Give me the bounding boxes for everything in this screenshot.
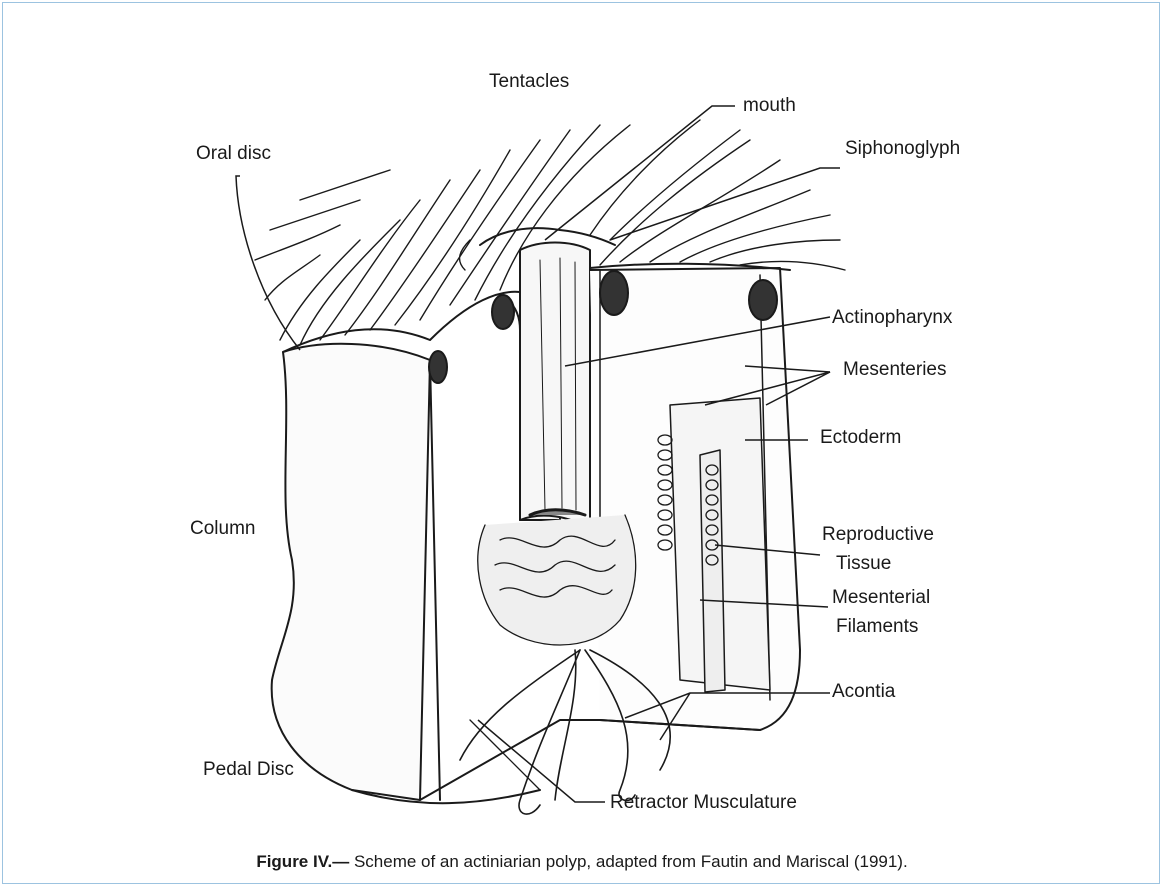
label-column: Column bbox=[190, 518, 255, 540]
label-retractor: Retractor Musculature bbox=[610, 792, 797, 814]
siphonoglyph-oval-4 bbox=[749, 280, 777, 320]
label-mesenteries: Mesenteries bbox=[843, 359, 947, 381]
leader-oral-disc bbox=[236, 176, 300, 350]
retractor-strand bbox=[470, 720, 540, 790]
column-left-face bbox=[272, 344, 430, 800]
oral-disc-rim bbox=[283, 292, 520, 352]
label-reproductive-2: Tissue bbox=[836, 553, 891, 575]
label-oral-disc: Oral disc bbox=[196, 143, 271, 165]
label-pedal-disc: Pedal Disc bbox=[203, 759, 294, 781]
label-mesenterial-2: Filaments bbox=[836, 616, 918, 638]
mesentery-plate-2 bbox=[700, 450, 725, 692]
label-tentacles: Tentacles bbox=[489, 71, 569, 93]
caption-text: Scheme of an actiniarian polyp, adapted … bbox=[349, 852, 907, 871]
actinopharynx bbox=[520, 243, 590, 531]
leader-siphonoglyph bbox=[610, 168, 840, 240]
label-acontia: Acontia bbox=[832, 681, 895, 703]
siphonoglyph-oval-3 bbox=[600, 271, 628, 315]
siphonoglyph-oval-2 bbox=[492, 295, 514, 329]
figure-caption: Figure IV.— Scheme of an actiniarian pol… bbox=[0, 852, 1164, 872]
label-actinopharynx: Actinopharynx bbox=[832, 307, 952, 329]
caption-label: Figure IV.— bbox=[256, 852, 349, 871]
leader-retractor bbox=[478, 720, 605, 802]
label-mouth: mouth bbox=[743, 95, 796, 117]
label-ectoderm: Ectoderm bbox=[820, 427, 901, 449]
filament-mass bbox=[478, 510, 636, 645]
label-mesenterial-1: Mesenterial bbox=[832, 587, 930, 609]
label-reproductive-1: Reproductive bbox=[822, 524, 934, 546]
pharynx-wall-left bbox=[430, 360, 440, 800]
siphonoglyph-oval-1 bbox=[429, 351, 447, 383]
label-siphonoglyph: Siphonoglyph bbox=[845, 138, 960, 160]
